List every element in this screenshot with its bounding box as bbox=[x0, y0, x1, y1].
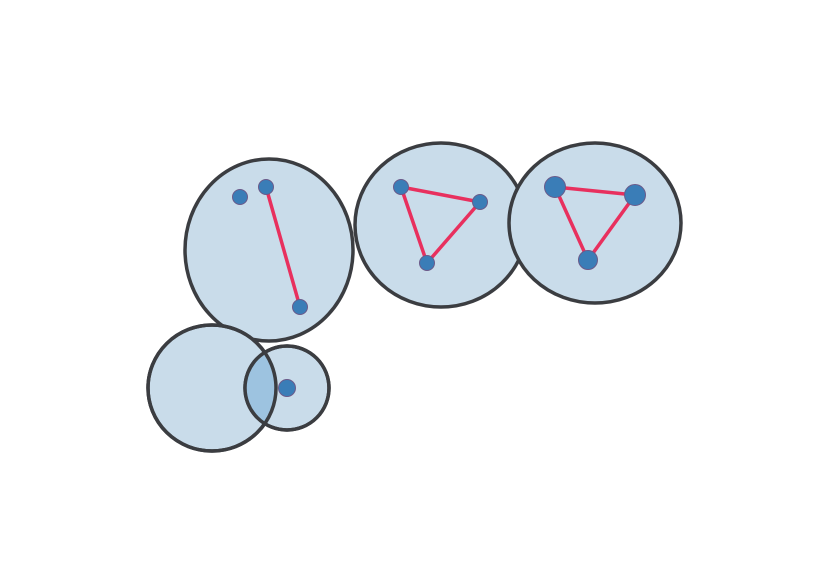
node-top-left-3 bbox=[292, 299, 308, 315]
edge-center-3 bbox=[425, 200, 482, 265]
edge-center-2 bbox=[399, 185, 429, 265]
node-right-1 bbox=[544, 176, 566, 198]
edge-center-1 bbox=[399, 185, 482, 204]
node-right-3 bbox=[578, 250, 598, 270]
node-center-1 bbox=[393, 179, 409, 195]
group-outline-bottom-left bbox=[146, 323, 278, 453]
node-top-left-2 bbox=[258, 179, 274, 195]
node-center-3 bbox=[419, 255, 435, 271]
group-circle-top-left bbox=[183, 157, 355, 343]
node-center-2 bbox=[472, 194, 488, 210]
node-top-left-1 bbox=[232, 189, 248, 205]
edge-right-1 bbox=[553, 185, 637, 197]
edge-right-3 bbox=[586, 193, 637, 262]
group-circle-center bbox=[353, 141, 529, 309]
edge-right-2 bbox=[553, 185, 590, 262]
group-overlap-region bbox=[245, 346, 276, 430]
node-bottom-small-1 bbox=[278, 379, 296, 397]
node-right-2 bbox=[624, 184, 646, 206]
group-outline-bottom-small bbox=[243, 344, 331, 432]
edge-top-left-1 bbox=[264, 185, 302, 309]
group-circle-right bbox=[507, 141, 683, 305]
